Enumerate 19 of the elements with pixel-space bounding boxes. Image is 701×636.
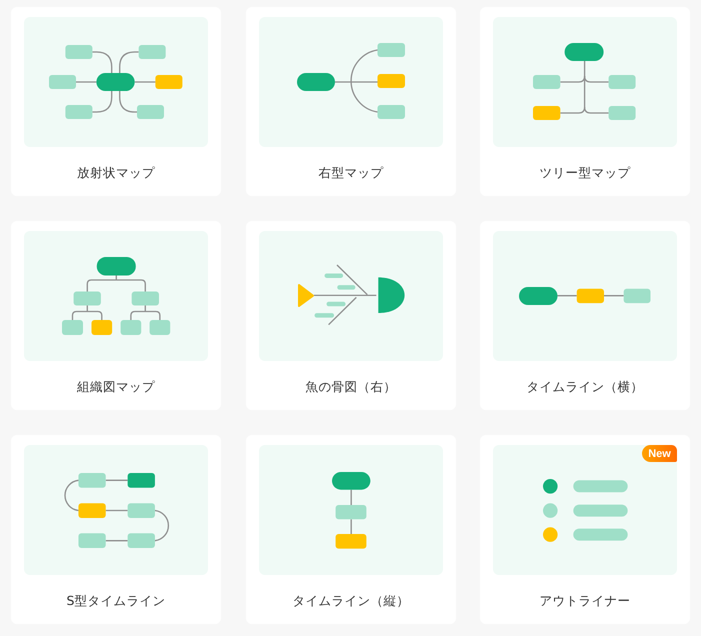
template-name: 魚の骨図（右）: [306, 379, 396, 395]
template-name: 右型マップ: [318, 165, 384, 181]
new-badge: New: [642, 445, 677, 462]
template-card: [11, 7, 221, 196]
template-card: [11, 435, 221, 624]
template-card: [11, 221, 221, 410]
template-name: タイムライン（縦）: [292, 593, 410, 609]
template-name: 組織図マップ: [77, 379, 155, 395]
template-name: アウトライナー: [540, 593, 630, 609]
template-card: [480, 221, 690, 410]
template-card: [480, 7, 690, 196]
template-name: ツリー型マップ: [540, 165, 630, 181]
template-card: [246, 435, 456, 624]
template-card: [246, 7, 456, 196]
template-name: タイムライン（横）: [526, 379, 644, 395]
template-name: S型タイムライン: [66, 593, 166, 609]
template-card: [480, 435, 690, 624]
template-card: [246, 221, 456, 410]
template-name: 放射状マップ: [77, 165, 155, 181]
